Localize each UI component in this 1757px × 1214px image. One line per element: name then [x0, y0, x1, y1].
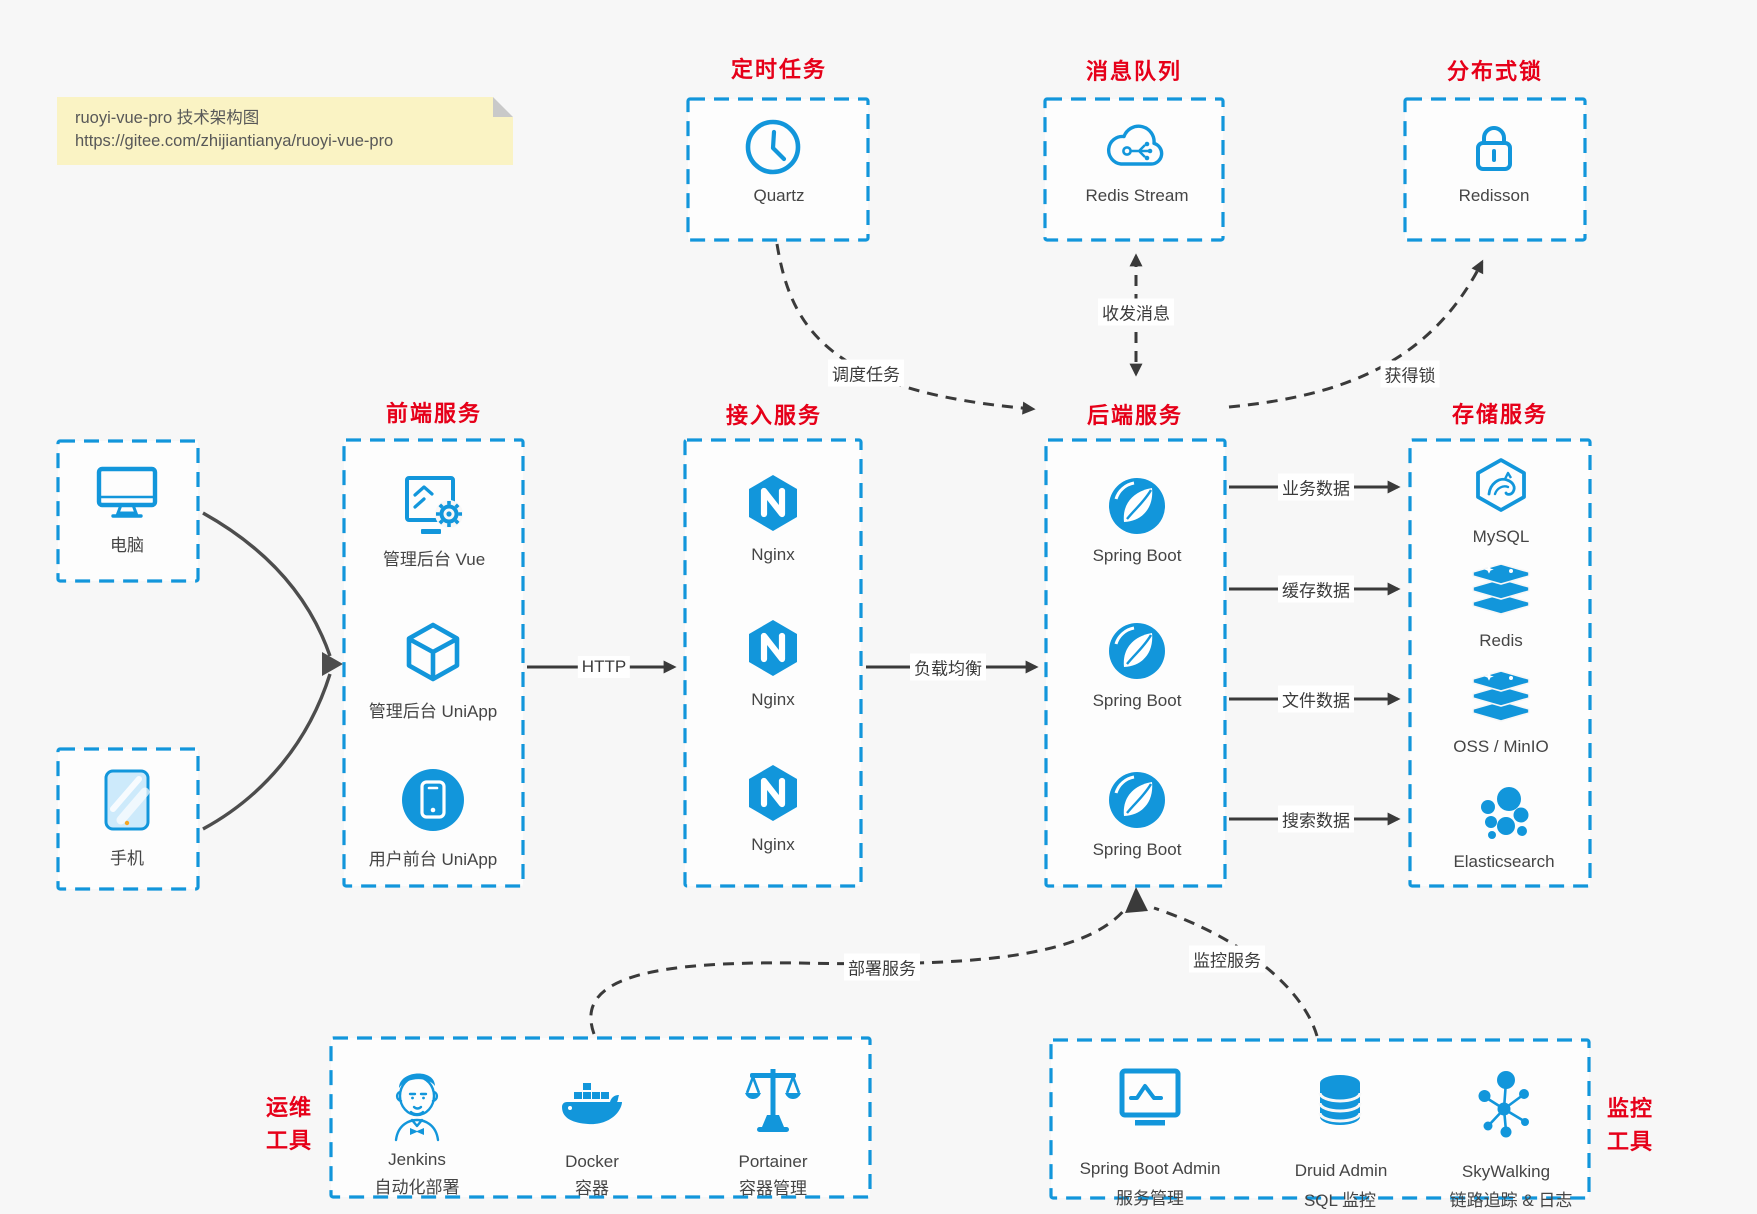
- edge-acquire-lock-label: 获得锁: [1380, 360, 1440, 388]
- computer-label: 电脑: [110, 536, 144, 555]
- clients-arrowhead: [322, 652, 343, 676]
- jenkins-desc: 自动化部署: [374, 1178, 460, 1197]
- edge-schedule-label: 调度任务: [828, 359, 904, 387]
- edge-http-label: HTTP: [577, 656, 631, 678]
- quartz-label: Quartz: [753, 186, 805, 205]
- sticky-note: ruoyi-vue-pro 技术架构图 https://gitee.com/zh…: [57, 97, 513, 165]
- computer-icon: [96, 466, 158, 518]
- druid-admin-label: Druid Admin: [1294, 1161, 1388, 1180]
- uniapp-cube-icon: [406, 622, 460, 682]
- edge-search-data-label: 搜索数据: [1278, 805, 1354, 833]
- spring-boot-icon: [1109, 772, 1165, 828]
- user-uniapp-label: 用户前台 UniApp: [368, 850, 498, 869]
- edge-messages-label: 收发消息: [1098, 298, 1174, 326]
- jenkins-label: Jenkins: [388, 1150, 446, 1169]
- monitor-tools-box: [1049, 1038, 1591, 1200]
- edge-phone-to-frontend: [202, 673, 332, 831]
- title-storage: 存储服务: [1451, 402, 1549, 427]
- edge-cache-data-label: 缓存数据: [1278, 575, 1354, 603]
- note-title: ruoyi-vue-pro 技术架构图: [75, 109, 260, 127]
- title-monitor-tools: 监控 工具: [1606, 1096, 1654, 1154]
- skywalking-desc: 链路追踪 & 日志: [1449, 1191, 1573, 1210]
- spring-boot-icon: [1109, 478, 1165, 534]
- dashed-border: [1043, 97, 1225, 242]
- title-ops-tools: 运维 工具: [265, 1095, 313, 1153]
- mysql-icon: [1476, 458, 1526, 512]
- message-queue-box: [1043, 97, 1225, 242]
- redisson-label: Redisson: [1458, 186, 1530, 205]
- druid-admin-desc: SQL 监控: [1303, 1191, 1377, 1210]
- nginx-icon: [749, 620, 797, 676]
- user-uniapp-icon: [402, 769, 464, 831]
- phone-icon: [104, 769, 150, 831]
- docker-label: Docker: [565, 1152, 619, 1171]
- nginx-icon: [749, 475, 797, 531]
- elasticsearch-icon: [1481, 787, 1529, 839]
- title-scheduled-tasks: 定时任务: [730, 57, 828, 82]
- oss-minio-label: OSS / MinIO: [1453, 737, 1549, 756]
- deploy-monitor-arrowhead: [1125, 887, 1148, 913]
- edge-computer-to-frontend: [202, 511, 332, 657]
- edge-load-balance-label: 负载均衡: [910, 653, 986, 681]
- redis-icon: [1472, 564, 1530, 615]
- redis-stream-label: Redis Stream: [1085, 186, 1189, 205]
- title-frontend: 前端服务: [385, 401, 483, 426]
- clock-icon: [745, 119, 801, 175]
- dashed-border: [1408, 438, 1592, 888]
- cloud-stream-icon: [1106, 124, 1164, 166]
- portainer-desc: 容器管理: [739, 1179, 807, 1198]
- computer-box: [56, 439, 200, 583]
- spring-boot-admin-icon: [1119, 1068, 1181, 1126]
- nginx-icon: [749, 765, 797, 821]
- admin-uniapp-label: 管理后台 UniApp: [368, 702, 498, 721]
- edge-file-data-label: 文件数据: [1278, 685, 1354, 713]
- phone-label: 手机: [110, 849, 144, 868]
- edge-schedule-line: [775, 243, 1036, 415]
- mysql-label: MySQL: [1472, 527, 1530, 546]
- docker-desc: 容器: [575, 1179, 609, 1198]
- druid-db-icon: [1318, 1075, 1362, 1125]
- title-distributed-lock: 分布式锁: [1446, 59, 1544, 84]
- edge-acquire-lock-line: [1228, 259, 1484, 409]
- oss-minio-icon: [1472, 671, 1530, 722]
- spring-boot-admin-desc: 服务管理: [1116, 1189, 1184, 1208]
- portainer-icon: [745, 1069, 801, 1132]
- storage-services-box: [1408, 438, 1592, 888]
- redis-label: Redis: [1479, 631, 1523, 650]
- nginx-label: Nginx: [751, 545, 795, 564]
- spring-boot-label: Spring Boot: [1092, 546, 1182, 565]
- dashed-border: [1049, 1038, 1591, 1200]
- skywalking-icon: [1478, 1071, 1529, 1138]
- admin-vue-label: 管理后台 Vue: [382, 550, 486, 569]
- title-backend: 后端服务: [1086, 403, 1184, 428]
- nginx-label: Nginx: [751, 690, 795, 709]
- nginx-label: Nginx: [751, 835, 795, 854]
- edge-business-data-label: 业务数据: [1278, 473, 1354, 501]
- spring-boot-label: Spring Boot: [1092, 691, 1182, 710]
- lock-icon: [1476, 126, 1512, 171]
- spring-boot-admin-label: Spring Boot Admin: [1079, 1159, 1221, 1178]
- admin-vue-icon: [405, 476, 463, 534]
- title-message-queue: 消息队列: [1085, 59, 1183, 84]
- portainer-label: Portainer: [738, 1152, 808, 1171]
- skywalking-label: SkyWalking: [1461, 1162, 1551, 1181]
- title-access: 接入服务: [725, 403, 823, 428]
- edge-deploy-label: 部署服务: [844, 953, 920, 981]
- dashed-border: [56, 439, 200, 583]
- note-url: https://gitee.com/zhijiantianya/ruoyi-vu…: [75, 132, 394, 150]
- spring-boot-label: Spring Boot: [1092, 840, 1182, 859]
- edge-monitor-label: 监控服务: [1189, 945, 1265, 973]
- jenkins-icon: [394, 1073, 440, 1142]
- elasticsearch-label: Elasticsearch: [1453, 852, 1555, 871]
- spring-boot-icon: [1109, 623, 1165, 679]
- docker-icon: [562, 1083, 622, 1125]
